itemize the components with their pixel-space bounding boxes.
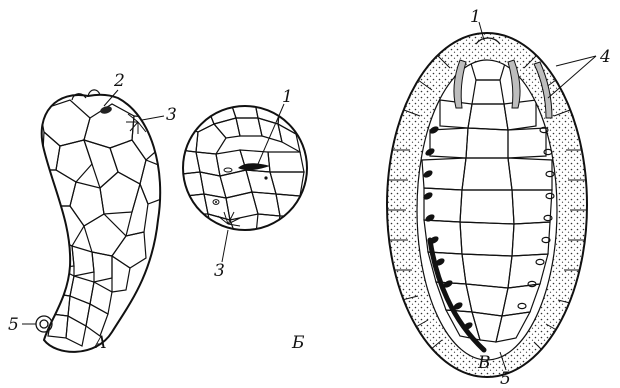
callout-b-1: 1 [282, 87, 293, 107]
caption-a: А [93, 333, 107, 353]
panel-a-cells [40, 100, 166, 346]
panel-v: 1 4 5 В [387, 7, 611, 388]
callout-v-5: 5 [500, 369, 511, 388]
callout-a-3: 3 [166, 105, 177, 125]
panel-a: 2 3 5 А [8, 71, 177, 353]
caption-b: Б [291, 333, 305, 353]
caption-v: В [477, 353, 491, 373]
callout-v-1: 1 [470, 7, 481, 27]
panel-b: 1 3 Б [180, 87, 307, 353]
callout-v-4: 4 [599, 47, 611, 67]
callout-a-2: 2 [113, 71, 125, 91]
callout-a-5: 5 [8, 315, 19, 335]
callout-b-3: 3 [214, 261, 225, 281]
